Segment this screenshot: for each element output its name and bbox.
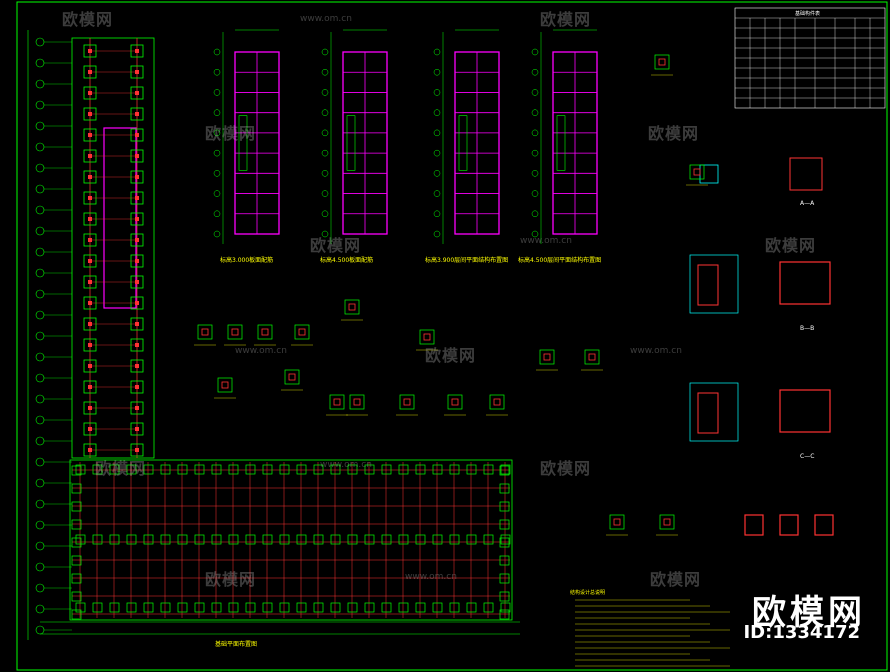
watermark-url: www.om.cn	[300, 14, 352, 24]
watermark-url: www.om.cn	[405, 572, 457, 582]
watermark-logo: 欧模网	[648, 124, 700, 143]
brand-logo-text: 欧模网	[752, 593, 866, 633]
watermark-url: www.om.cn	[235, 346, 287, 356]
section-a-label: A—A	[800, 200, 815, 207]
vertical-wing-plan	[71, 37, 155, 459]
left-axis-bubbles	[35, 37, 72, 635]
elev-1-label: 标高3.000板面配筋	[220, 256, 273, 264]
elev-3-label: 标高3.900层间平面结构布置图	[425, 256, 508, 264]
watermark-logo: 欧模网	[425, 346, 477, 365]
watermark-logo: 欧模网	[205, 570, 257, 589]
watermark-logo: 欧模网	[540, 459, 592, 478]
detail-sections: B—B C—C A—A	[689, 157, 834, 536]
watermark-logo: 欧模网	[540, 10, 592, 29]
general-notes: 结构设计总说明	[570, 589, 730, 667]
watermark-logo: 欧模网	[310, 236, 362, 255]
section-b-label: B—B	[800, 325, 814, 332]
table-title: 基础构件表	[795, 10, 820, 17]
watermark-url: www.om.cn	[320, 460, 372, 470]
component-table: 基础构件表	[734, 7, 886, 109]
elev-2-label: 标高4.500板面配筋	[320, 256, 373, 264]
sheet-border	[16, 1, 888, 671]
watermark-url: www.om.cn	[630, 346, 682, 356]
watermark-logo: 欧模网	[62, 10, 114, 29]
elev-4-label: 标高4.500层间平面结构布置图	[518, 256, 601, 264]
foundation-plan-label: 基础平面布置图	[215, 640, 257, 648]
slab-panels	[213, 29, 598, 244]
foundation-plan: 基础平面布置图	[40, 459, 520, 648]
notes-title: 结构设计总说明	[570, 589, 605, 596]
watermark-logo: 欧模网	[95, 459, 147, 478]
small-details	[194, 54, 708, 536]
section-c-label: C—C	[800, 453, 814, 460]
brand-id-text: ID:1334172	[743, 622, 860, 643]
watermark-logo: 欧模网	[650, 570, 702, 589]
watermark-logo: 欧模网	[205, 124, 257, 143]
watermark-url: www.om.cn	[520, 236, 572, 246]
watermark-logo: 欧模网	[765, 236, 817, 255]
